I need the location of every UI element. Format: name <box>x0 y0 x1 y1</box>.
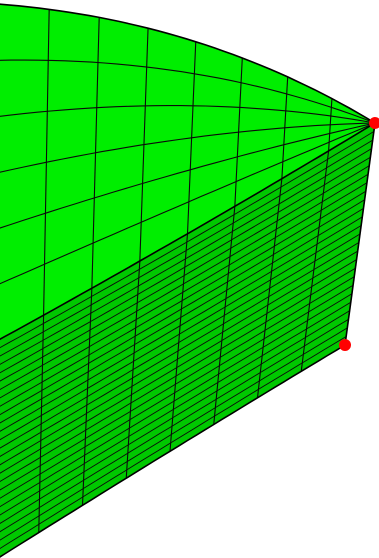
top-spoke-line <box>328 98 333 151</box>
side-layer-line <box>0 165 370 382</box>
side-layer-line <box>0 259 357 474</box>
side-layer-line <box>0 190 367 407</box>
side-layer-line <box>0 293 353 508</box>
right-vertical-edge <box>344 122 376 346</box>
side-layer-line <box>0 301 352 516</box>
side-layer-line <box>0 131 375 349</box>
side-layer-line <box>0 208 364 424</box>
outer-edges <box>0 3 376 558</box>
side-layer-line <box>0 319 349 533</box>
side-layer-line <box>0 336 347 550</box>
front-bottom-edge <box>0 344 346 558</box>
side-face[interactable] <box>0 123 375 558</box>
top-spoke-line <box>139 28 149 262</box>
node-marker-icon-bottom[interactable] <box>339 339 351 351</box>
top-spoke-line <box>43 9 50 316</box>
side-face-mesh <box>0 131 375 550</box>
node-marker-icon-top[interactable] <box>369 117 379 129</box>
top-face-mesh <box>0 9 376 316</box>
side-layer-line <box>0 173 369 390</box>
side-layer-line <box>0 156 371 374</box>
side-layer-line <box>0 182 368 399</box>
side-layer-line <box>0 276 355 491</box>
top-face[interactable] <box>0 4 375 342</box>
side-layer-line <box>0 327 348 541</box>
top-outer-edge <box>0 3 376 124</box>
side-layer-line <box>0 267 356 483</box>
top-spoke-line <box>234 57 243 207</box>
top-spoke-line <box>91 17 100 289</box>
top-face-fill[interactable] <box>0 4 375 342</box>
side-layer-line <box>0 284 354 499</box>
side-layer-line <box>0 216 363 432</box>
side-face-fill[interactable] <box>0 123 375 558</box>
side-layer-line <box>0 233 361 449</box>
side-layer-line <box>0 225 362 441</box>
side-layer-line <box>0 148 372 365</box>
side-layer-line <box>0 242 360 457</box>
side-layer-line <box>0 310 350 524</box>
side-layer-line <box>0 250 358 466</box>
top-spoke-line <box>281 76 289 179</box>
node-markers[interactable] <box>339 117 379 351</box>
side-layer-line <box>0 199 365 416</box>
top-spoke-line <box>186 41 197 234</box>
front-top-edge <box>0 122 376 341</box>
side-layer-line <box>0 139 373 357</box>
